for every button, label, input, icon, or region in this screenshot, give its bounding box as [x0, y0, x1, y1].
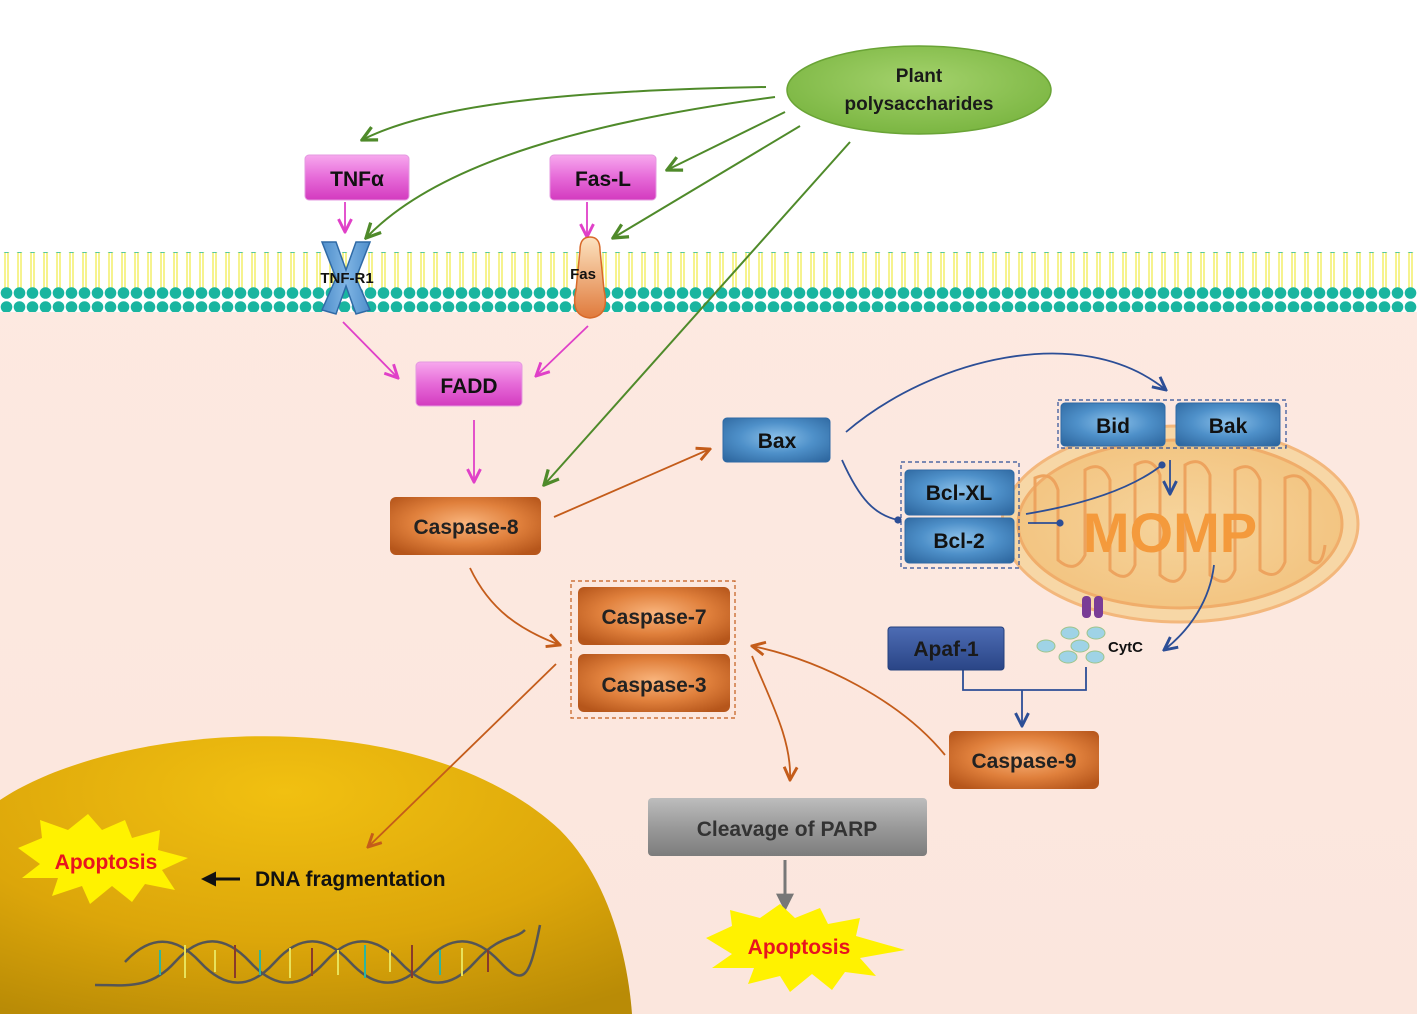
bcl-xl-box: Bcl-XL — [904, 469, 1015, 516]
tnfa-label: TNFα — [330, 168, 384, 191]
fasl-box: Fas-L — [549, 154, 657, 201]
caspase-3-7-group — [570, 580, 736, 719]
plant-polysaccharides: Plant polysaccharides — [786, 45, 1052, 135]
fadd-label: FADD — [440, 375, 497, 398]
momp-label: MOMP — [1083, 501, 1257, 564]
apaf-cytc-bracket — [962, 667, 1087, 691]
arrow-tnfr1-fadd — [342, 321, 398, 378]
arrow-casp37-parp — [751, 655, 790, 780]
apaf-1-box: Apaf-1 — [887, 626, 1005, 671]
cell-membrane — [0, 252, 1417, 312]
fasl-label: Fas-L — [575, 168, 631, 191]
caspase-7-box: Caspase-7 — [578, 587, 730, 645]
pink-arrows — [343, 202, 588, 482]
arrow-fas-fadd — [536, 325, 589, 376]
bax-label: Bax — [758, 430, 797, 453]
apoptosis-burst-bottom: Apoptosis — [706, 904, 905, 992]
caspase-9-box: Caspase-9 — [949, 731, 1099, 789]
bid-bak-group — [1057, 399, 1287, 449]
apaf-1-label: Apaf-1 — [913, 638, 979, 661]
arrow-casp8-bax — [553, 449, 710, 518]
arrow-casp9-casp37 — [752, 646, 946, 756]
cytc-label: CytC — [1108, 639, 1143, 656]
bcl-2-box: Bcl-2 — [904, 517, 1015, 564]
arrow-casp8-casp37 — [469, 567, 560, 645]
bid-box: Bid — [1060, 402, 1166, 447]
apoptosis-bottom-label: Apoptosis — [748, 936, 851, 959]
caspase-3-box: Caspase-3 — [578, 654, 730, 712]
arrow-plant-casp8 — [544, 141, 851, 485]
plant-label-line1: Plant — [896, 66, 943, 87]
dna-fragmentation-label: DNA fragmentation — [255, 868, 446, 891]
caspase-8-label: Caspase-8 — [413, 516, 518, 539]
arrow-casp37-dna — [368, 663, 557, 847]
arrow-plant-fas — [613, 125, 801, 238]
tnfr1-label: TNF-R1 — [320, 270, 373, 287]
cytc-pore-icon — [1082, 596, 1103, 618]
mitochondrion: MOMP — [1000, 424, 1360, 624]
parp-box: Cleavage of PARP — [648, 798, 927, 856]
inhibit-bcl-bid — [1025, 461, 1166, 515]
bid-label: Bid — [1096, 415, 1130, 438]
arrow-plant-tnfa — [362, 86, 767, 140]
caspase-9-label: Caspase-9 — [971, 750, 1076, 773]
parp-label: Cleavage of PARP — [697, 818, 878, 841]
dna-helix — [94, 924, 542, 987]
fas-receptor: Fas — [570, 236, 607, 319]
fas-label: Fas — [570, 266, 596, 283]
inhibit-bax-bcl — [841, 459, 902, 524]
arrow-plant-tnfr1 — [366, 96, 776, 238]
caspase-3-label: Caspase-3 — [601, 674, 706, 697]
bak-label: Bak — [1209, 415, 1248, 438]
caspase-8-box: Caspase-8 — [390, 497, 541, 555]
extracellular-space — [0, 0, 1417, 255]
arrow-momp-cytc — [1164, 564, 1215, 650]
caspase-7-label: Caspase-7 — [601, 606, 706, 629]
arrow-bax-bid-bak — [845, 352, 1166, 433]
fadd-box: FADD — [415, 361, 523, 407]
orange-arrows — [368, 449, 946, 847]
plant-label-line2: polysaccharides — [845, 94, 994, 115]
bcl-xl-label: Bcl-XL — [926, 482, 993, 505]
bcl-2-label: Bcl-2 — [933, 530, 984, 553]
cytc-particles-icon — [1036, 626, 1106, 664]
tnfr1-receptor: TNF-R1 — [320, 241, 374, 315]
apoptosis-burst-left: Apoptosis — [18, 814, 188, 904]
tnfa-box: TNFα — [304, 154, 410, 201]
bak-box: Bak — [1175, 402, 1281, 447]
apoptosis-left-label: Apoptosis — [55, 851, 158, 874]
plant-arrows — [362, 86, 851, 485]
bcl-group — [900, 461, 1020, 569]
bax-box: Bax — [722, 417, 831, 463]
blue-connectors — [841, 352, 1215, 726]
arrow-plant-fasl — [667, 111, 786, 170]
